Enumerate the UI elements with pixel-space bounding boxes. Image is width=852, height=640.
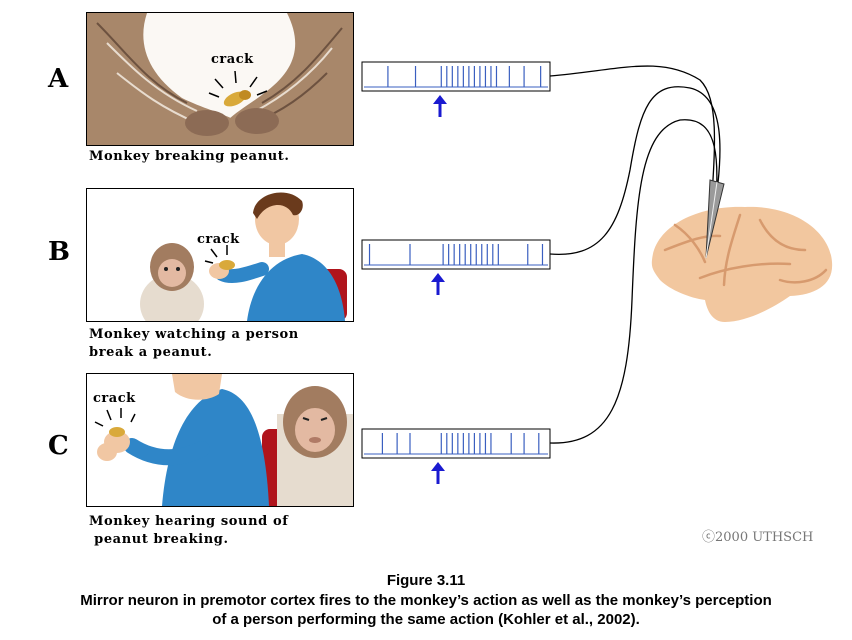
panel-monkey-hearing-sound: crack — [86, 373, 354, 507]
figure-number: Figure 3.11 — [386, 572, 466, 589]
panel-monkey-breaking-peanut: crack — [86, 12, 354, 146]
caption-a: Monkey breaking peanut. — [89, 149, 290, 164]
crack-label-b: crack — [197, 232, 240, 247]
monkey-arms-illustration: crack — [87, 13, 353, 145]
caption-b: Monkey watching a person break a peanut. — [89, 327, 299, 360]
wire-a — [549, 65, 716, 226]
panel-monkey-watching-person: crack — [86, 188, 354, 322]
row-letter-c: C — [48, 431, 69, 461]
electrode — [705, 179, 725, 259]
caption-c: Monkey hearing sound of peanut breaking. — [89, 514, 289, 547]
wire-b — [549, 86, 721, 256]
stimulus-arrow-a — [433, 95, 447, 117]
figure-caption-line-2: of a person performing the same action (… — [212, 611, 640, 628]
stimulus-arrow-b — [431, 273, 445, 295]
row-letter-a: A — [48, 64, 69, 94]
monkey-hearing-illustration: crack — [87, 374, 353, 506]
spike-train-c — [361, 428, 551, 484]
copyright-notice: ⓒ2000 UTHSCH — [702, 530, 814, 545]
monkey-brain — [651, 206, 833, 322]
crack-label-a: crack — [211, 52, 254, 67]
crack-label-c: crack — [93, 391, 136, 406]
stimulus-arrow-c — [431, 462, 445, 484]
figure-caption-line-1: Mirror neuron in premotor cortex fires t… — [80, 592, 772, 609]
row-letter-b: B — [48, 237, 70, 267]
wire-c — [549, 119, 718, 444]
spike-train-a — [361, 61, 551, 117]
monkey-watching-illustration: crack — [87, 189, 353, 321]
spike-train-b — [361, 239, 551, 295]
